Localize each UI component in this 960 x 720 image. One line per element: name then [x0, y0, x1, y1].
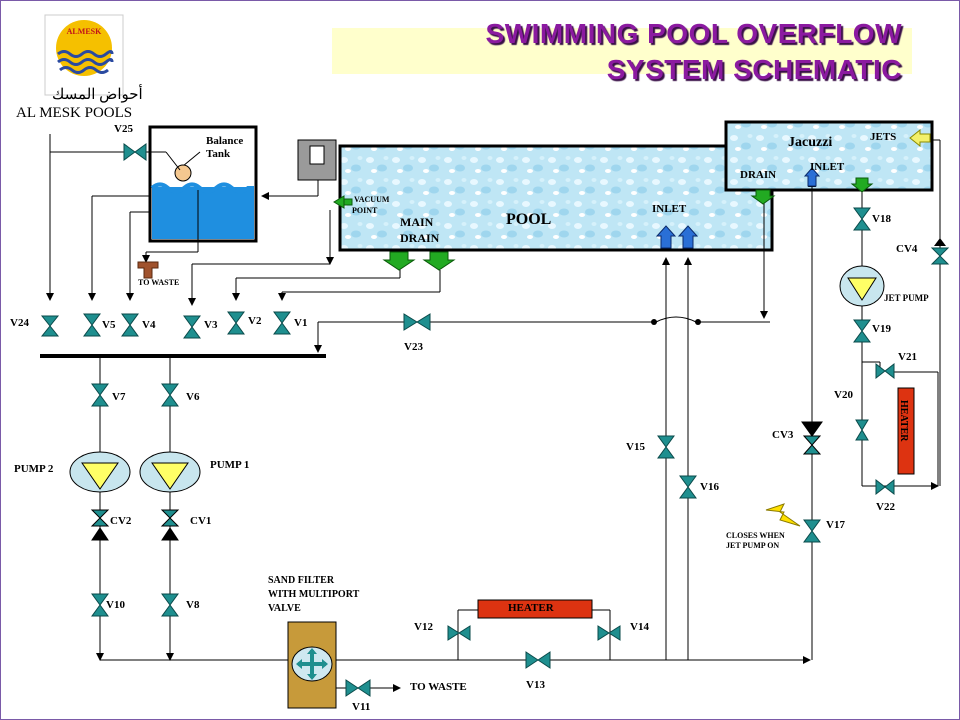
inlet-arrows: [655, 167, 821, 249]
valve-v1-label: V1: [294, 317, 308, 329]
jacuzzi-drain-label: DRAIN: [740, 169, 777, 181]
valve-v11-label: V11: [352, 701, 371, 713]
pool-label: POOL: [506, 211, 552, 228]
title-band: [332, 28, 912, 74]
to-waste-small-label: TO WASTE: [138, 278, 180, 287]
pool-inlet-label: INLET: [652, 203, 687, 215]
balance-tank-label-1: Balance: [206, 135, 244, 147]
valve-v23-label: V23: [404, 341, 423, 353]
title-line-1: SWIMMING POOL OVERFLOW: [485, 18, 902, 49]
jet-pump: [839, 265, 885, 307]
main-drain-label-1: MAIN: [400, 215, 434, 229]
pump-2-label: PUMP 2: [14, 463, 54, 475]
logo-company-name: AL MESK POOLS: [16, 105, 133, 121]
vacuum-point-label-1: VACUUM: [354, 195, 390, 204]
valve-v8-label: V8: [186, 599, 200, 611]
main-heater-label: HEATER: [508, 602, 554, 614]
check-valve-cv2-label: CV2: [110, 515, 132, 527]
logo-badge-text: ALMESK: [67, 27, 102, 36]
valve-v20-label: V20: [834, 389, 853, 401]
sand-filter-label-3: VALVE: [268, 603, 301, 614]
jacuzzi-inlet-label: INLET: [810, 161, 845, 173]
valve-v5-label: V5: [102, 319, 116, 331]
balance-tank-label-2: Tank: [206, 148, 231, 160]
pump-1: [139, 451, 201, 493]
jet-pump-label: JET PUMP: [884, 293, 929, 303]
valve-v25-label: V25: [114, 123, 133, 135]
valve-v2-label: V2: [248, 315, 262, 327]
valve-v16-label: V16: [700, 481, 719, 493]
jacuzzi-heater-label: HEATER: [898, 400, 909, 442]
check-valve-cv4-label: CV4: [896, 243, 918, 255]
balance-tank-water: [152, 187, 254, 239]
sand-filter-label-2: WITH MULTIPORT: [268, 589, 360, 600]
valve-v6-label: V6: [186, 391, 200, 403]
logo-arabic: أحواض المسك: [52, 87, 143, 103]
jacuzzi-heater: [897, 387, 915, 475]
jacuzzi-label: Jacuzzi: [788, 135, 833, 150]
valve-v4-label: V4: [142, 319, 156, 331]
pump-2: [69, 451, 131, 493]
jacuzzi-basin: [724, 120, 934, 192]
main-heater: [477, 599, 593, 619]
to-waste-label: TO WASTE: [410, 681, 467, 693]
valve-v18-label: V18: [872, 213, 891, 225]
closes-when-label-1: CLOSES WHEN: [726, 531, 785, 540]
valve-v13-label: V13: [526, 679, 545, 691]
valve-v17-label: V17: [826, 519, 845, 531]
main-drain-label-2: DRAIN: [400, 231, 440, 245]
valve-v24-label: V24: [10, 317, 29, 329]
lightning-icon: [765, 503, 801, 527]
valve-v3-label: V3: [204, 319, 218, 331]
valve-v21-label: V21: [898, 351, 917, 363]
almesk-logo: ALMESK: [44, 14, 124, 96]
check-valve-cv3-label: CV3: [772, 429, 794, 441]
check-valves: [90, 421, 823, 541]
valve-v7-label: V7: [112, 391, 126, 403]
check-valve-cv1-label: CV1: [190, 515, 212, 527]
pump-1-label: PUMP 1: [210, 459, 250, 471]
vacuum-point-label-2: POINT: [352, 206, 378, 215]
pool-drain-arrows: [333, 177, 874, 271]
valve-v15-label: V15: [626, 441, 645, 453]
valve-v22-label: V22: [876, 501, 895, 513]
valve-v10-label: V10: [106, 599, 125, 611]
valve-v14-label: V14: [630, 621, 649, 633]
sand-filter: [287, 621, 337, 709]
sand-filter-label-1: SAND FILTER: [268, 575, 335, 586]
title-line-2: SYSTEM SCHEMATIC: [606, 54, 902, 85]
valve-v19-label: V19: [872, 323, 891, 335]
jets-label: JETS: [870, 131, 897, 143]
closes-when-label-2: JET PUMP ON: [726, 541, 780, 550]
valve-v12-label: V12: [414, 621, 433, 633]
